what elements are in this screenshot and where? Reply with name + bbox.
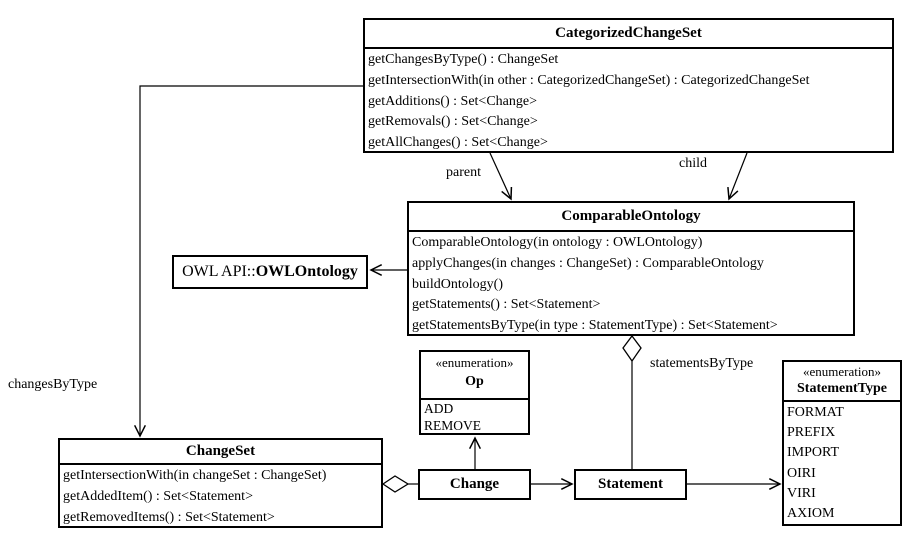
enum-literal: VIRI [787, 485, 816, 501]
owl-ontology-name: OWLOntology [255, 263, 358, 280]
edge-label-parent: parent [446, 165, 481, 180]
enum-literals: FORMAT PREFIX IMPORT OIRI VIRI AXIOM [784, 402, 900, 525]
aggregation-diamond-comparable-ontology [622, 334, 642, 363]
enum-stereotype: «enumeration» [803, 364, 881, 379]
enum-header: «enumeration» StatementType [784, 362, 900, 402]
class-title-categorized-change-set: CategorizedChangeSet [365, 20, 892, 49]
method-row: getRemovedItems() : Set<Statement> [63, 509, 275, 525]
methods-compartment: getChangesByType() : ChangeSet getInters… [365, 49, 892, 155]
enum-name-op: Op [465, 374, 484, 389]
enum-statement-type: «enumeration» StatementType FORMAT PREFI… [782, 360, 902, 526]
method-row: getRemovals() : Set<Change> [368, 114, 538, 130]
method-row: getAllChanges() : Set<Change> [368, 135, 548, 151]
class-owl-ontology: OWL API::OWLOntology [172, 255, 368, 289]
enum-literal: OIRI [787, 465, 816, 481]
methods-compartment: getIntersectionWith(in changeSet : Chang… [60, 465, 381, 529]
class-statement: Statement [574, 469, 687, 500]
edge-label-changes-by-type: changesByType [8, 377, 98, 392]
class-change: Change [418, 469, 531, 500]
method-row: getAdditions() : Set<Change> [368, 93, 537, 109]
enum-op: «enumeration» Op ADD REMOVE [419, 350, 530, 435]
enum-literal: PREFIX [787, 425, 836, 441]
class-title-comparable-ontology: ComparableOntology [409, 203, 853, 232]
method-row: getIntersectionWith(in other : Categoriz… [368, 72, 810, 88]
method-row: getIntersectionWith(in changeSet : Chang… [63, 468, 327, 483]
aggregation-diamond-changeset [381, 475, 410, 493]
method-row: ComparableOntology(in ontology : OWLOnto… [412, 235, 703, 250]
class-comparable-ontology: ComparableOntology ComparableOntology(in… [407, 201, 855, 336]
class-categorized-change-set: CategorizedChangeSet getChangesByType() … [363, 18, 894, 153]
enum-literal: ADD [424, 401, 454, 416]
enum-literal: REMOVE [424, 417, 481, 433]
method-row: getStatements() : Set<Statement> [412, 297, 601, 313]
enum-literal: FORMAT [787, 405, 844, 420]
method-row: applyChanges(in changes : ChangeSet) : C… [412, 255, 764, 271]
class-title-change: Change [449, 476, 500, 492]
class-title-statement: Statement [598, 476, 663, 492]
enum-literals: ADD REMOVE [421, 400, 528, 435]
method-row: getStatementsByType(in type : StatementT… [412, 318, 778, 334]
owl-ontology-namespace: OWL API:: [182, 263, 256, 280]
enum-header: «enumeration» Op [421, 352, 528, 400]
method-row: buildOntology() [412, 276, 503, 292]
method-row: getChangesByType() : ChangeSet [368, 52, 559, 67]
method-row: getAddedItem() : Set<Statement> [63, 488, 253, 504]
class-change-set: ChangeSet getIntersectionWith(in changeS… [58, 438, 383, 528]
enum-stereotype: «enumeration» [435, 355, 514, 370]
enum-name-statement-type: StatementType [797, 381, 887, 396]
edge-label-statements-by-type: statementsByType [650, 356, 754, 371]
association-parent-line [489, 152, 513, 201]
class-title-change-set: ChangeSet [60, 440, 381, 465]
edge-label-child: child [679, 156, 707, 171]
enum-literal: IMPORT [787, 445, 840, 461]
association-child-line [727, 152, 748, 201]
enum-literal: AXIOM [787, 506, 835, 522]
methods-compartment: ComparableOntology(in ontology : OWLOnto… [409, 232, 853, 338]
